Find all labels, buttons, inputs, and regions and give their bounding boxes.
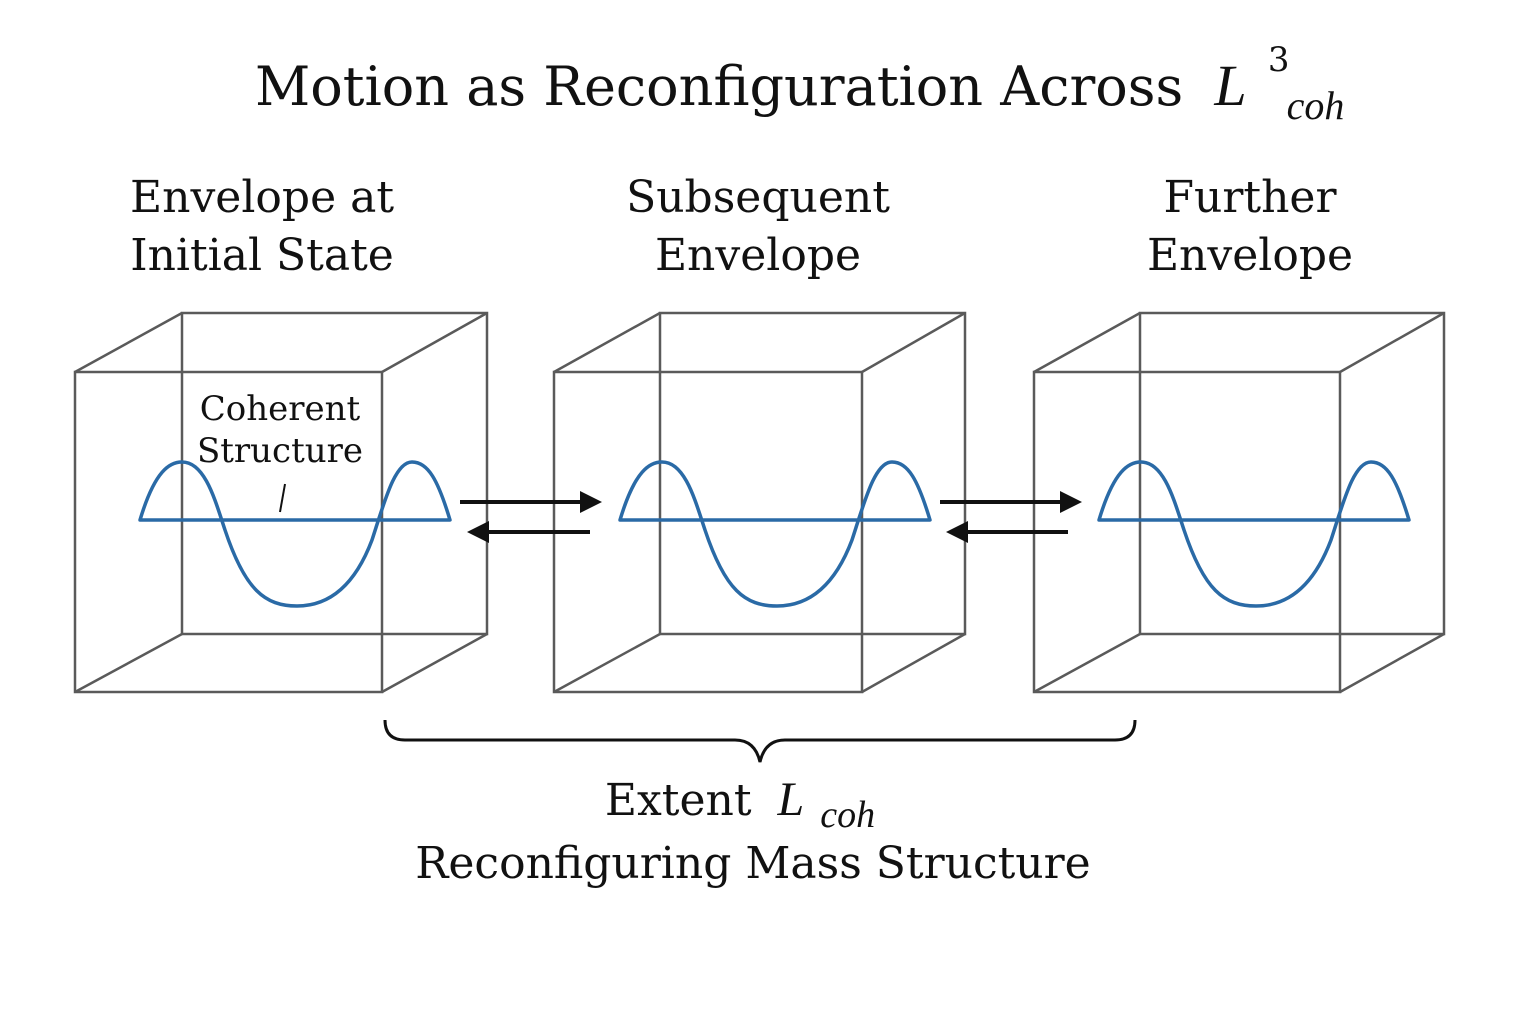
panel-2-label-line2: Envelope	[655, 230, 861, 281]
panel-3-label-line2: Envelope	[1147, 230, 1353, 281]
transition-arrows-2-3	[940, 491, 1082, 543]
title-superscript: 3	[1268, 40, 1290, 80]
coherent-structure-wave-1	[138, 460, 452, 608]
envelope-cube-2	[552, 311, 967, 694]
forward-arrow-head	[1060, 491, 1082, 513]
backward-arrow-head	[467, 521, 489, 543]
reconfiguring-label: Reconfiguring Mass Structure	[415, 838, 1090, 889]
extent-word: Extent	[605, 775, 752, 826]
title-symbol: L	[1213, 53, 1246, 118]
envelope-cube-1	[73, 311, 489, 694]
coherent-structure-pointer	[279, 483, 286, 513]
backward-arrow-head	[946, 521, 968, 543]
envelope-cube-3	[1032, 311, 1446, 694]
panel-2-label-line1: Subsequent	[626, 172, 890, 223]
coherent-structure-label-line2: Structure	[197, 431, 363, 471]
title-main: Motion as Reconfiguration Across	[255, 55, 1183, 118]
transition-arrows-1-2	[460, 491, 602, 543]
coherent-structure-label-line1: Coherent	[200, 389, 361, 429]
panel-1-label-line1: Envelope at	[130, 172, 394, 223]
panel-3-label-line1: Further	[1164, 172, 1338, 223]
extent-symbol: L	[777, 773, 805, 826]
coherent-structure-wave-3	[1097, 460, 1411, 608]
extent-subscript: coh	[820, 794, 875, 836]
title-subscript: coh	[1287, 83, 1345, 128]
extent-brace	[383, 719, 1137, 763]
panel-1-label-line2: Initial State	[130, 230, 394, 281]
extent-label: Extent L coh	[605, 773, 875, 836]
coherent-structure-wave-2	[618, 460, 932, 608]
forward-arrow-head	[580, 491, 602, 513]
diagram-title: Motion as Reconfiguration Across L 3 coh	[255, 21, 1344, 128]
